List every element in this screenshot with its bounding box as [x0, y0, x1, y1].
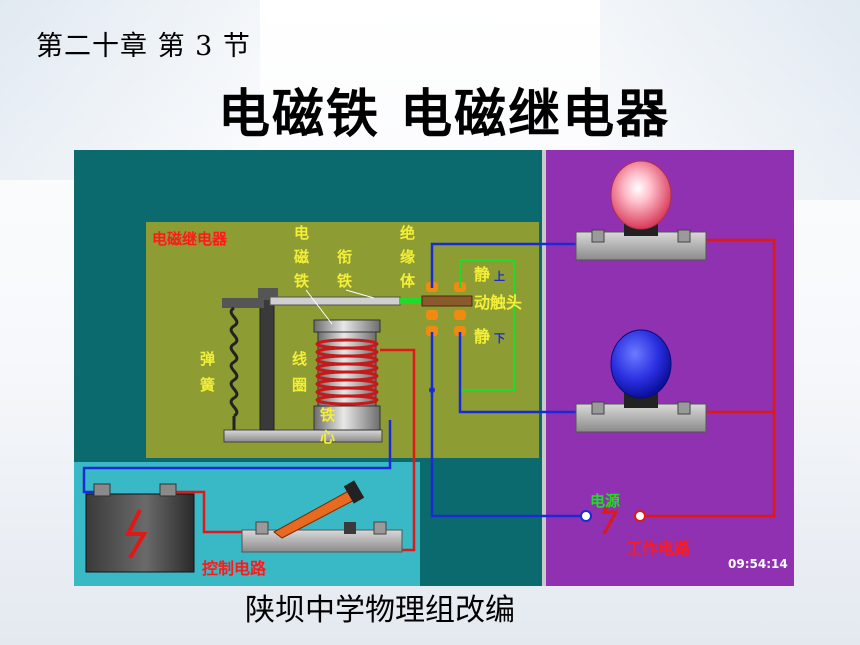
- moving-contact-arm: [421, 295, 473, 307]
- insulator: [400, 298, 422, 304]
- red-bulb: [575, 160, 707, 261]
- svg-text:线: 线: [292, 350, 307, 368]
- svg-text:上: 上: [494, 269, 505, 283]
- svg-text:弹: 弹: [200, 350, 215, 368]
- svg-text:圈: 圈: [292, 376, 307, 394]
- svg-text:铁: 铁: [337, 272, 352, 290]
- switch[interactable]: [241, 480, 403, 553]
- battery: [85, 483, 195, 573]
- svg-text:下: 下: [494, 332, 505, 345]
- svg-text:体: 体: [400, 272, 416, 290]
- timestamp: 09:54:14: [728, 557, 788, 571]
- relay-base: [223, 429, 383, 443]
- armature: [269, 296, 401, 306]
- relay-label: 电磁继电器: [152, 230, 228, 248]
- svg-text:簧: 簧: [200, 376, 215, 394]
- svg-text:静: 静: [474, 327, 490, 346]
- svg-text:缘: 缘: [400, 248, 415, 266]
- svg-text:动触头: 动触头: [474, 293, 522, 312]
- work-circuit-label: 工作电路: [626, 539, 691, 558]
- svg-text:心: 心: [320, 428, 335, 446]
- spring: [229, 306, 239, 418]
- control-circuit-label: 控制电路: [202, 559, 267, 578]
- svg-text:铁: 铁: [320, 406, 335, 424]
- relay-diagram: 电磁继电器 电 磁 铁 衔 铁 绝 缘 体 静 上 动触头 静 下 弹 簧 线 …: [74, 150, 794, 586]
- svg-text:磁: 磁: [294, 248, 309, 266]
- svg-text:电: 电: [294, 224, 309, 242]
- lightning-icon: [601, 493, 619, 535]
- svg-text:铁: 铁: [294, 272, 309, 290]
- relay-post: [259, 295, 275, 431]
- svg-text:衔: 衔: [337, 248, 352, 266]
- power-terminal-right: [634, 510, 646, 522]
- power-terminal-left: [580, 510, 592, 522]
- coil: [315, 338, 379, 406]
- svg-text:静: 静: [474, 265, 490, 284]
- caption: 陕坝中学物理组改编: [245, 593, 515, 628]
- power-label: 电源: [590, 492, 620, 510]
- svg-text:绝: 绝: [400, 224, 415, 242]
- blue-bulb: [575, 329, 707, 433]
- chapter-heading: 第二十章 第 3 节: [36, 31, 251, 62]
- page-title: 电磁铁 电磁继电器: [218, 85, 671, 145]
